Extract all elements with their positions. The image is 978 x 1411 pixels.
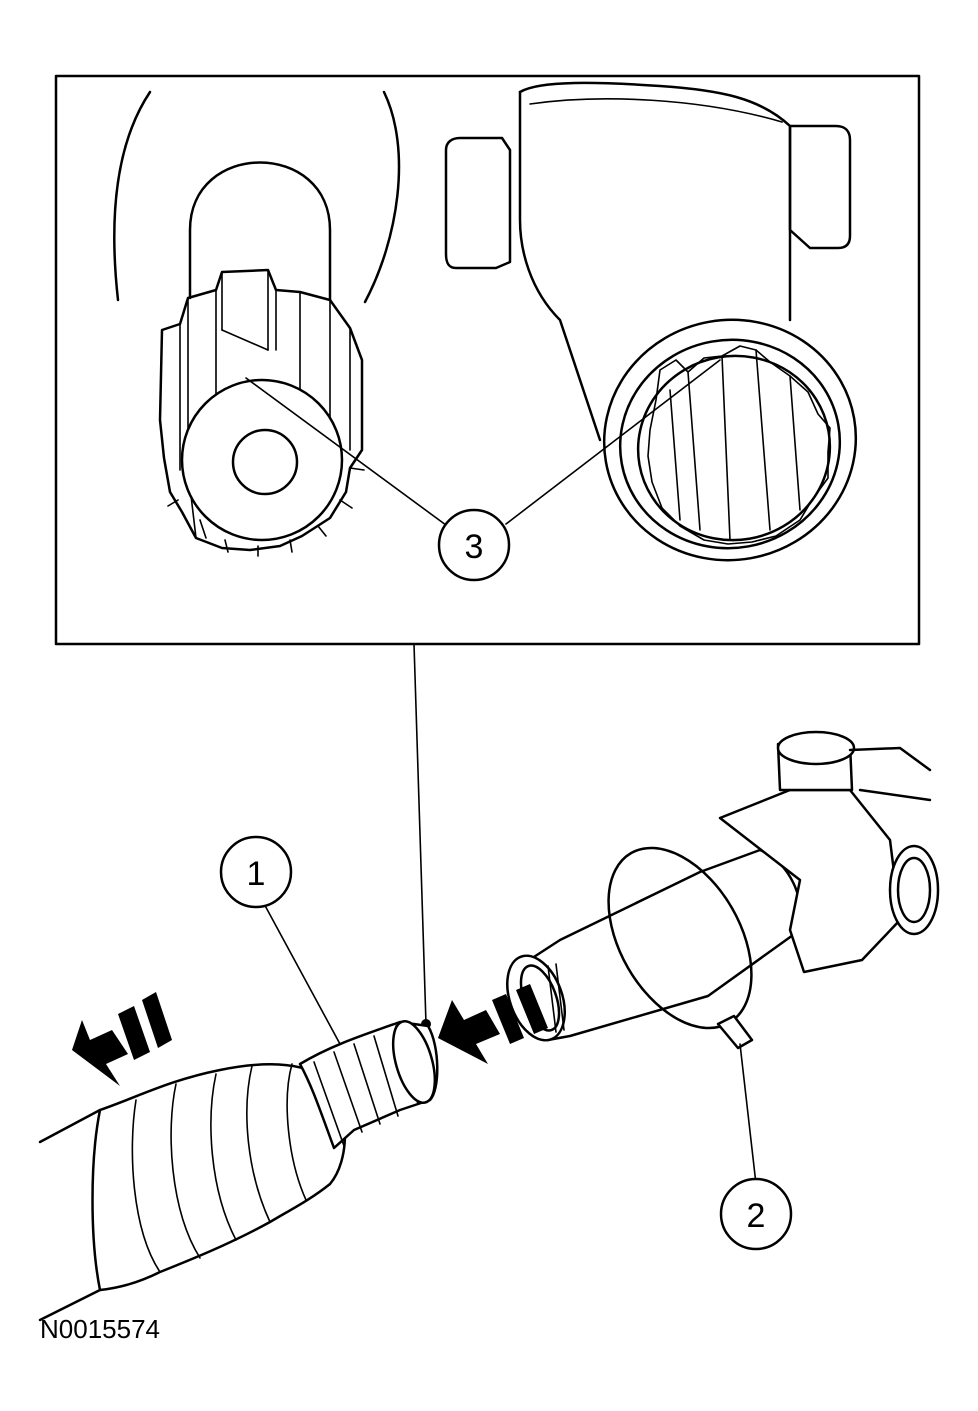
shaft-spline-end-view — [113, 90, 401, 557]
callout-2-label: 2 — [747, 1197, 766, 1235]
callout-2: 2 — [719, 1177, 793, 1251]
slip-yoke-assembly — [506, 730, 940, 1042]
callout-1-leader — [261, 899, 341, 1045]
callout-2-leader — [739, 1043, 757, 1185]
callout-1-label: 1 — [247, 855, 266, 893]
cv-joint-boot-assembly — [38, 1020, 439, 1322]
detail-inset: 3 — [54, 74, 921, 646]
callout-3-label: 3 — [465, 528, 484, 566]
inset-frame — [54, 74, 921, 646]
callout-3-circle — [437, 508, 511, 582]
callout-3: 3 — [437, 508, 511, 582]
callout-1: 1 — [219, 835, 293, 909]
retaining-clip — [607, 846, 754, 1050]
callout-3-leaders — [245, 359, 721, 529]
callout-2-circle — [719, 1177, 793, 1251]
inset-pointer-line — [413, 643, 427, 1025]
callout-1-circle — [219, 835, 293, 909]
figure-id: N0015574 — [40, 1314, 160, 1344]
sleeve-spline-end-view — [444, 81, 858, 562]
direction-arrow-left — [72, 992, 172, 1086]
direction-arrow-right — [438, 984, 548, 1064]
